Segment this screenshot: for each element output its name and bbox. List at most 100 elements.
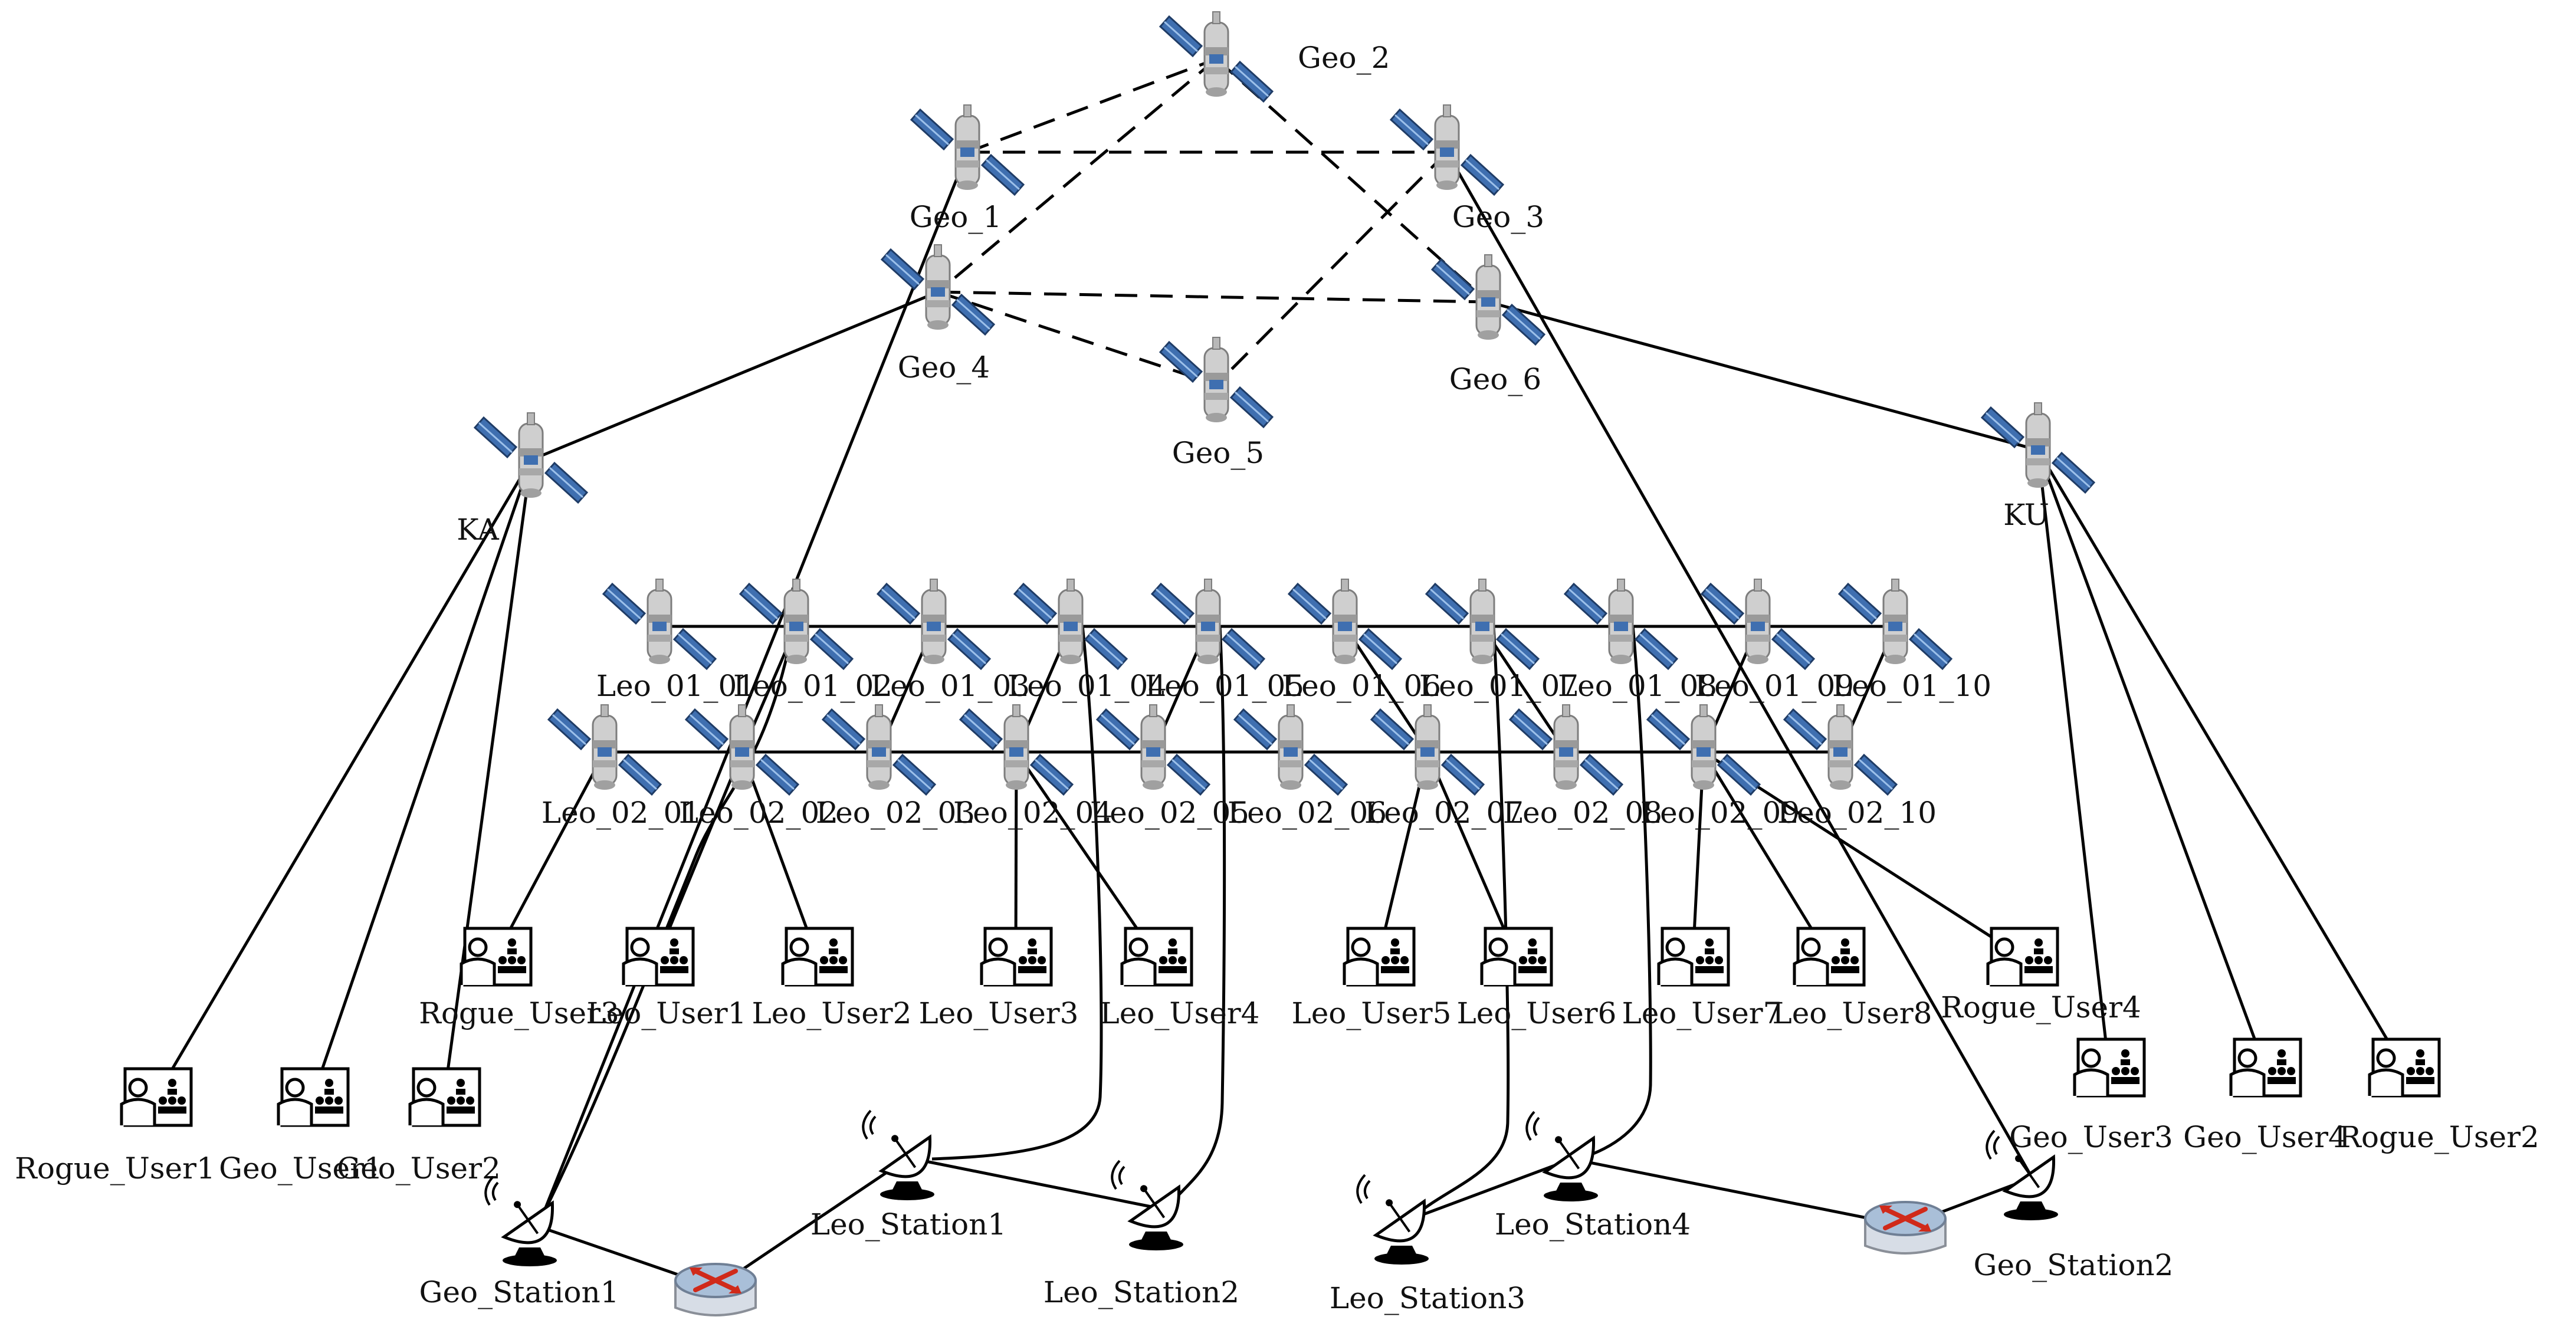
node-label: Geo_User3 (2009, 1120, 2173, 1154)
satellite-icon (1701, 578, 1815, 670)
node-leo_01_01[interactable]: Leo_01_01 (596, 578, 756, 703)
node-leo_01_04[interactable]: Leo_01_04 (1008, 578, 1167, 703)
link-Leo_01_06-to-Leo_Station3 (1415, 625, 1510, 1216)
satellite-icon (547, 704, 662, 796)
link-Leo_01_06-to-Leo_02_07 (1343, 625, 1429, 753)
node-geo_user4[interactable]: Geo_User4 (2183, 1039, 2347, 1154)
node-label: Geo_3 (1452, 200, 1544, 234)
node-leo_station3[interactable]: Leo_Station3 (1330, 1175, 1525, 1315)
node-leo_02_03[interactable]: Leo_02_03 (816, 704, 975, 830)
node-leo_02_08[interactable]: Leo_02_08 (1503, 704, 1662, 830)
node-leo_02_09[interactable]: Leo_02_09 (1640, 704, 1800, 830)
node-leo_01_05[interactable]: Leo_01_05 (1145, 578, 1304, 703)
node-label: Leo_Station1 (810, 1207, 1006, 1242)
satellite-icon (1390, 104, 1504, 196)
satellite-dish-icon (1112, 1161, 1192, 1250)
node-label: Leo_User8 (1773, 996, 1932, 1030)
satellite-icon (1509, 704, 1623, 796)
user-group-icon (410, 1069, 480, 1125)
node-leo_02_10[interactable]: Leo_02_10 (1777, 704, 1937, 830)
node-leo_user8[interactable]: Leo_User8 (1773, 928, 1932, 1030)
node-geo_user1[interactable]: Geo_User1 (219, 1069, 383, 1186)
node-geo_user2[interactable]: Geo_User2 (337, 1069, 501, 1186)
link-KU-to-Geo_User3 (2036, 449, 2111, 1068)
satellite-icon (1431, 254, 1545, 346)
node-label: Geo_User2 (337, 1151, 501, 1186)
node-label: Geo_1 (910, 200, 1002, 234)
node-label: Rogue_User3 (419, 996, 619, 1030)
satellite-icon (910, 104, 1025, 196)
node-leo_02_01[interactable]: Leo_02_01 (542, 704, 701, 830)
links-layer (154, 57, 2406, 1289)
node-ka[interactable]: KA (457, 412, 588, 547)
node-label: Geo_4 (898, 350, 990, 385)
node-geo_station1[interactable]: Geo_Station1 (419, 1177, 619, 1309)
node-leo_user3[interactable]: Leo_User3 (919, 928, 1079, 1030)
user-group-icon (2370, 1039, 2439, 1096)
node-label: Rogue_User1 (15, 1151, 215, 1186)
node-leo_station4[interactable]: Leo_Station4 (1495, 1112, 1691, 1242)
node-geo_1[interactable]: Geo_1 (910, 104, 1025, 234)
node-leo_02_04[interactable]: Leo_02_04 (953, 704, 1113, 830)
node-leo_02_06[interactable]: Leo_02_06 (1228, 704, 1387, 830)
satellite-icon (602, 578, 717, 670)
node-leo_01_02[interactable]: Leo_01_02 (733, 578, 892, 703)
satellite-icon (1370, 704, 1485, 796)
node-leo_station2[interactable]: Leo_Station2 (1043, 1161, 1239, 1309)
node-label: KA (457, 513, 499, 547)
node-geo_4[interactable]: Geo_4 (881, 244, 995, 385)
link-KU-to-Geo_User4 (2036, 449, 2267, 1068)
satellite-icon (1981, 402, 2095, 494)
node-leo_01_08[interactable]: Leo_01_08 (1558, 578, 1717, 703)
user-group-icon (1344, 928, 1414, 985)
user-group-icon (461, 928, 531, 985)
node-leo_01_09[interactable]: Leo_01_09 (1695, 578, 1854, 703)
link-Leo_01_07-to-Leo_Station4 (1586, 625, 1652, 1158)
node-leo_02_07[interactable]: Leo_02_07 (1364, 704, 1524, 830)
node-leo_01_07[interactable]: Leo_01_07 (1419, 578, 1579, 703)
user-group-icon (2075, 1039, 2144, 1096)
node-ku[interactable]: KU (1981, 402, 2095, 532)
node-leo_user4[interactable]: Leo_User4 (1100, 928, 1260, 1030)
node-geo_5[interactable]: Geo_5 (1159, 336, 1274, 470)
node-label: Leo_User2 (752, 996, 912, 1030)
node-geo_station2[interactable]: Geo_Station2 (1974, 1131, 2174, 1282)
link-Geo_4-to-Geo_5 (937, 290, 1217, 386)
link-Geo_1-to-Geo_Station1 (541, 152, 969, 1216)
node-leo_user1[interactable]: Leo_User1 (587, 928, 747, 1030)
node-rogue_user3[interactable]: Rogue_User3 (419, 928, 619, 1030)
node-label: Geo_6 (1449, 362, 1541, 396)
node-geo_3[interactable]: Geo_3 (1390, 104, 1544, 234)
node-router2[interactable] (1865, 1202, 1945, 1253)
node-label: Leo_01_05 (1145, 669, 1304, 703)
node-rogue_user4[interactable]: Rogue_User4 (1941, 928, 2141, 1025)
node-label: Leo_Station3 (1330, 1281, 1525, 1315)
node-geo_user3[interactable]: Geo_User3 (2009, 1039, 2173, 1154)
node-leo_02_05[interactable]: Leo_02_05 (1090, 704, 1249, 830)
node-leo_02_02[interactable]: Leo_02_02 (679, 704, 838, 830)
node-leo_user5[interactable]: Leo_User5 (1292, 928, 1452, 1030)
node-leo_01_10[interactable]: Leo_01_10 (1832, 578, 1991, 703)
node-geo_2[interactable]: Geo_2 (1159, 11, 1390, 103)
node-rogue_user2[interactable]: Rogue_User2 (2339, 1039, 2539, 1154)
node-label: Geo_Station2 (1974, 1248, 2174, 1282)
node-leo_user7[interactable]: Leo_User7 (1622, 928, 1782, 1030)
node-leo_01_03[interactable]: Leo_01_03 (871, 578, 1030, 703)
node-geo_6[interactable]: Geo_6 (1431, 254, 1545, 396)
node-label: Leo_02_09 (1640, 796, 1800, 830)
node-leo_user6[interactable]: Leo_User6 (1457, 928, 1617, 1030)
node-label: Leo_02_07 (1364, 796, 1524, 830)
node-label: Leo_02_01 (542, 796, 701, 830)
node-leo_user2[interactable]: Leo_User2 (752, 928, 912, 1030)
satellite-dish-icon (1357, 1175, 1437, 1265)
node-label: Leo_01_03 (871, 669, 1030, 703)
satellite-icon (1288, 578, 1402, 670)
node-label: Leo_02_04 (953, 796, 1113, 830)
node-router1[interactable] (675, 1264, 756, 1315)
node-leo_station1[interactable]: Leo_Station1 (810, 1111, 1006, 1242)
node-rogue_user1[interactable]: Rogue_User1 (15, 1069, 215, 1186)
node-leo_01_06[interactable]: Leo_01_06 (1282, 578, 1441, 703)
user-group-icon (1122, 928, 1192, 985)
link-Geo_1-to-Geo_2 (967, 57, 1217, 154)
